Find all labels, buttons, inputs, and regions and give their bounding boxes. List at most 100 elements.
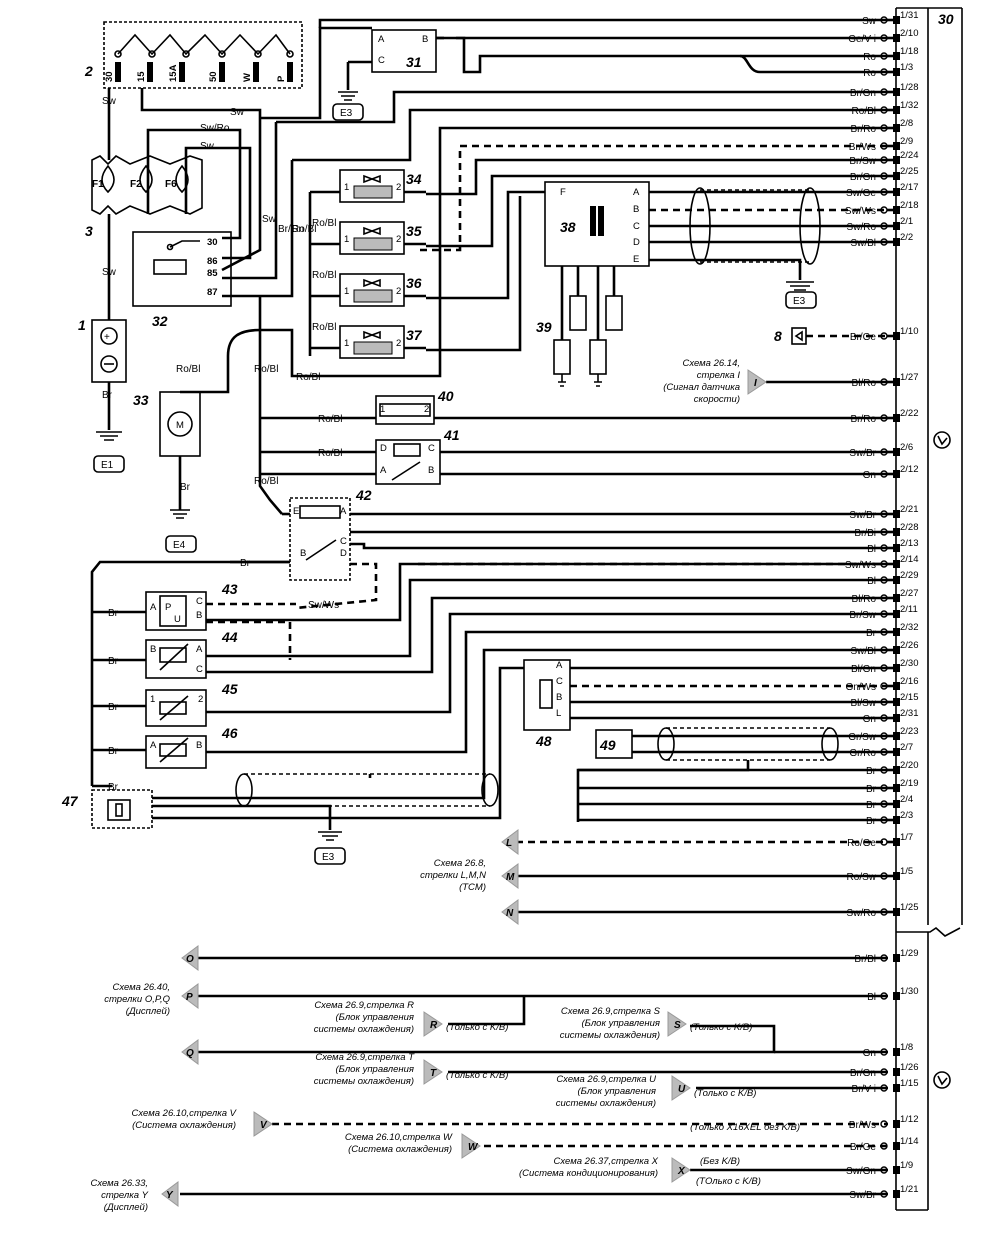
svg-text:D: D: [633, 237, 640, 248]
reference-note: (Дисплей): [126, 1006, 170, 1017]
pin-number: 2/22: [900, 408, 919, 419]
pin-number: 1: [344, 182, 349, 193]
reference-note: (Дисплей): [104, 1202, 148, 1213]
component-number-8: 8: [774, 328, 782, 344]
wire-color-label: Ro/Ge: [847, 838, 876, 849]
svg-text:Ro/Bl: Ro/Bl: [254, 364, 278, 375]
pin-number: 2: [396, 182, 401, 193]
wire-color-label: Sw/Bl: [850, 646, 876, 657]
sensor-8: 8: [774, 327, 807, 345]
wire-color-label: Br/Ge: [850, 1142, 877, 1153]
svg-text:E: E: [633, 254, 639, 265]
pin-number: 2/13: [900, 538, 919, 549]
wire-labels-left: Sw Sw/Ro Sw Sw Sw Br/Gn Ro/Bl Ro/Bl Ro/B…: [102, 96, 342, 793]
wire-color-label: Bl/Sw: [850, 698, 876, 709]
wire-color-label: Br: [866, 766, 877, 777]
reference-arrow-label: T: [430, 1068, 437, 1079]
reference-note: (Только с K/B): [690, 1022, 752, 1033]
svg-text:Ro/Bl: Ro/Bl: [292, 224, 316, 235]
reference-arrow-label: X: [677, 1166, 686, 1177]
reference-arrow-label: O: [186, 954, 194, 965]
component-number-39: 39: [536, 319, 552, 335]
wire-color-label: Ro/Bl: [852, 106, 876, 117]
wire-color-label: Gr/Ro: [849, 748, 876, 759]
reference-note: (Сигнал датчика: [663, 382, 740, 393]
svg-text:Ro/Bl: Ro/Bl: [296, 372, 320, 383]
battery: + 1: [78, 317, 127, 383]
wire-color-label: Bl: [867, 544, 876, 555]
svg-text:2: 2: [424, 404, 429, 415]
component-number-2: 2: [84, 63, 93, 79]
svg-text:Ro/Bl: Ro/Bl: [318, 414, 342, 425]
wire-color-label: Sw/Ws: [845, 206, 876, 217]
svg-text:A: A: [196, 644, 203, 655]
reference-arrow-label: L: [506, 838, 512, 849]
wire-color-label: Gr/Sw: [848, 732, 877, 743]
ground-label-e3: E3: [793, 296, 806, 307]
wire-color-label: Ro/Sw: [847, 872, 877, 883]
pin-number: 1/5: [900, 866, 913, 877]
wire-color-label: Bl/Ro: [852, 378, 877, 389]
pin-number: 1/30: [900, 986, 919, 997]
wire-color-label: Ro: [863, 68, 876, 79]
svg-text:Ro/Bl: Ro/Bl: [312, 270, 336, 281]
reference-note: (TCM): [459, 882, 486, 893]
pin-number: 1: [344, 338, 349, 349]
svg-text:Sw: Sw: [262, 214, 277, 225]
reference-note: (Только с K/B): [446, 1070, 508, 1081]
svg-text:Ro/Bl: Ro/Bl: [318, 448, 342, 459]
wire-color-label: Bl: [867, 576, 876, 587]
reference-note: скорости): [694, 394, 740, 405]
svg-text:B: B: [300, 548, 306, 559]
ground-label-e1: E1: [101, 460, 114, 471]
reference-note: системы охлаждения): [560, 1030, 660, 1041]
pin-number: 1: [344, 286, 349, 297]
pin-number: 1/12: [900, 1114, 919, 1125]
reference-arrow-label: R: [430, 1020, 438, 1031]
pin-number: 2/18: [900, 200, 919, 211]
wire-color-label: Sw/Br: [849, 1190, 876, 1201]
svg-text:Sw/Ro: Sw/Ro: [200, 123, 230, 134]
reference-arrow-label: Q: [186, 1048, 194, 1059]
svg-text:Sw: Sw: [230, 107, 245, 118]
reference-arrow-label: W: [468, 1142, 479, 1153]
switch-terminal-label: 15: [136, 71, 147, 82]
pin-number: 2/8: [900, 118, 913, 129]
wire-color-label: Ge/V i: [848, 34, 876, 45]
svg-text:Br: Br: [180, 482, 191, 493]
wire-color-label: Br: [866, 816, 877, 827]
pin-number: 2/12: [900, 464, 919, 475]
reference-arrow-label: Y: [166, 1190, 174, 1201]
sensor-49: 49: [595, 729, 633, 759]
reference-arrow-label: S: [674, 1020, 681, 1031]
wire-color-label: Br: [866, 800, 877, 811]
wire-color-label: Gn/Ws: [845, 682, 876, 693]
pin-number: 1/29: [900, 948, 919, 959]
reference-arrow-label: U: [678, 1084, 686, 1095]
reference-note: Схема 26.40,: [112, 982, 170, 993]
svg-text:B: B: [196, 610, 202, 621]
svg-text:A: A: [150, 602, 157, 613]
pin-number: 1/18: [900, 46, 919, 57]
pin-number: 1/8: [900, 1042, 913, 1053]
reference-note: Схема 26.9,стрелка T: [315, 1052, 415, 1063]
pin-number: 2: [396, 286, 401, 297]
wire-color-label: Ro: [863, 52, 876, 63]
svg-text:B: B: [422, 34, 428, 45]
pin-number: 2/9: [900, 136, 913, 147]
pin-number: 2/29: [900, 570, 919, 581]
svg-text:D: D: [380, 443, 387, 454]
pin-number: 1/25: [900, 902, 919, 913]
svg-text:B: B: [150, 644, 156, 655]
wire-color-label: Br/Gn: [850, 172, 876, 183]
wire-color-label: Gn: [863, 1048, 876, 1059]
pin-number: 1/31: [900, 10, 919, 21]
reference-arrow-label: I: [754, 378, 757, 389]
reference-note: Схема 26.9,стрелка S: [561, 1006, 661, 1017]
